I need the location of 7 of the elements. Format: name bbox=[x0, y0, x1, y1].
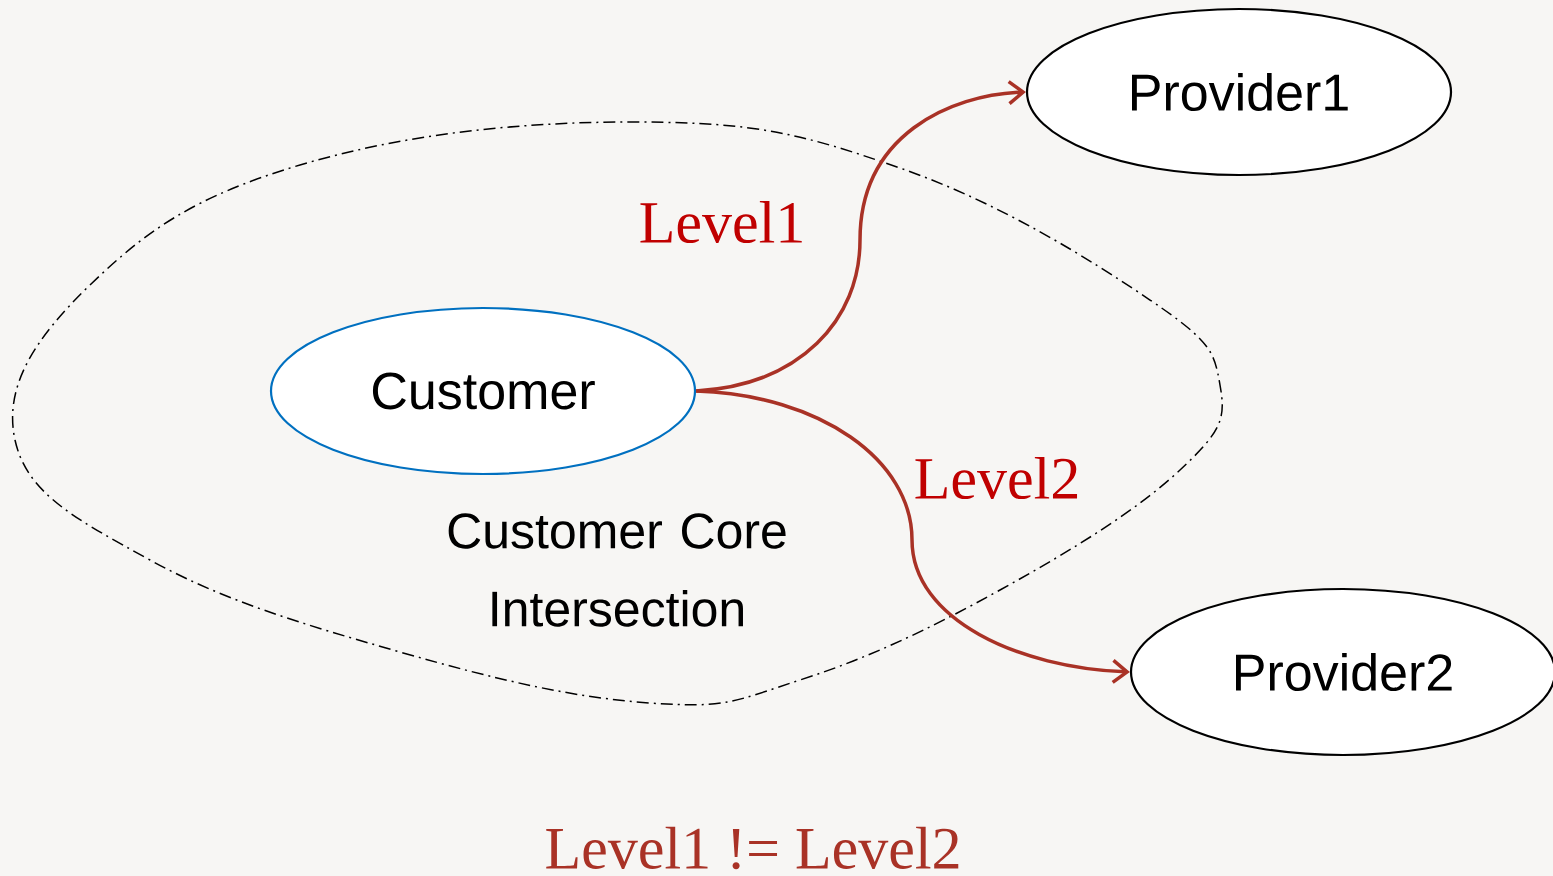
ellipse-node: Provider1 bbox=[1025, 7, 1453, 177]
ellipse-node: Customer bbox=[269, 306, 697, 476]
note: Level1 != Level2 bbox=[546, 826, 959, 870]
ellipse-node: Provider2 bbox=[1129, 587, 1553, 757]
edge-label: Level1 bbox=[640, 200, 802, 244]
edge-label: Level2 bbox=[915, 456, 1078, 500]
arrow bbox=[696, 389, 1130, 684]
